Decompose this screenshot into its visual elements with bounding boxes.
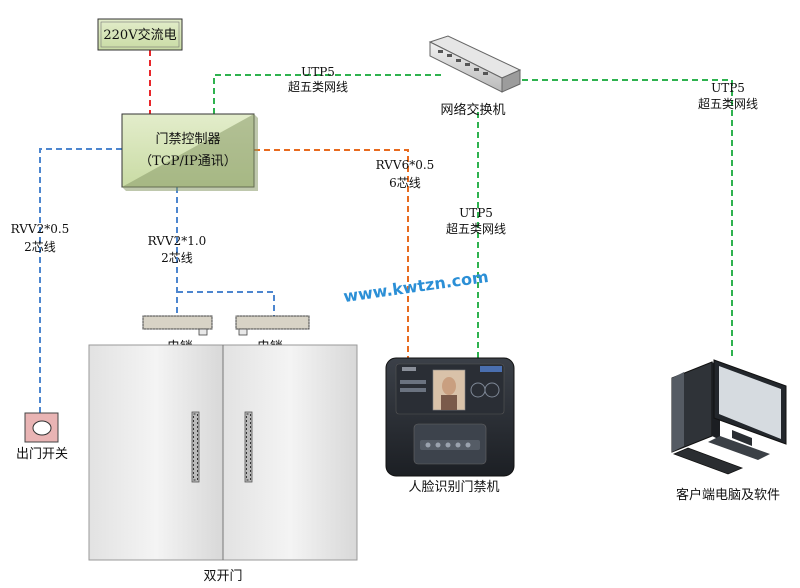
cable-label-rvv2a-1: RVV2*0.5 bbox=[11, 222, 70, 236]
cable-label-rvv2b-2: 2芯线 bbox=[161, 251, 193, 265]
cable-label-rvv6-1: RVV6*0.5 bbox=[376, 158, 435, 172]
cable-label-utp-right-1: UTP5 bbox=[711, 81, 745, 95]
cable-label-utp-left-1: UTP5 bbox=[301, 65, 335, 79]
network-switch: 网络交换机 bbox=[428, 35, 522, 118]
controller-title: 门禁控制器 bbox=[155, 132, 220, 147]
client-computer: 客户端电脑及软件 bbox=[671, 359, 787, 503]
cable-label-utp-mid-1: UTP5 bbox=[459, 206, 493, 220]
monitor-screen bbox=[719, 366, 781, 439]
power-label: 220V交流电 bbox=[103, 27, 176, 43]
cable-label-rvv2b-1: RVV2*1.0 bbox=[148, 234, 207, 248]
switch-pc-cable bbox=[512, 79, 733, 360]
controller-subtitle: （TCP/IP通讯） bbox=[139, 154, 237, 169]
access-controller: 门禁控制器 （TCP/IP通讯） bbox=[121, 113, 258, 191]
cable-label-rvv6-2: 6芯线 bbox=[389, 176, 421, 190]
door-handle-right bbox=[244, 411, 253, 483]
controller-switch-cable bbox=[213, 74, 442, 114]
exit-button-label: 出门开关 bbox=[16, 447, 68, 462]
cable-label-utp-right-2: 超五类网线 bbox=[698, 96, 758, 111]
switch-label: 网络交换机 bbox=[440, 102, 505, 118]
cable-label-utp-left-2: 超五类网线 bbox=[288, 79, 348, 94]
door-label: 双开门 bbox=[203, 569, 242, 584]
client-pc-label: 客户端电脑及软件 bbox=[676, 487, 780, 503]
exit-button: 出门开关 bbox=[16, 412, 68, 462]
face-terminal-label: 人脸识别门禁机 bbox=[408, 480, 499, 495]
keyboard-icon bbox=[672, 447, 744, 475]
controller-terminal-cable bbox=[254, 149, 409, 360]
cable-label-rvv2a-2: 2芯线 bbox=[24, 240, 56, 254]
face-recognition-terminal: 人脸识别门禁机 bbox=[385, 357, 515, 495]
controller-exit-cable bbox=[39, 148, 122, 413]
watermark: www.kwtzn.com bbox=[342, 267, 490, 306]
power-source-box: 220V交流电 bbox=[97, 18, 183, 51]
door-handle-left bbox=[191, 411, 200, 483]
cable-label-utp-mid-2: 超五类网线 bbox=[446, 221, 506, 236]
double-door: 双开门 bbox=[88, 344, 358, 584]
lock-link-cable bbox=[177, 291, 275, 316]
